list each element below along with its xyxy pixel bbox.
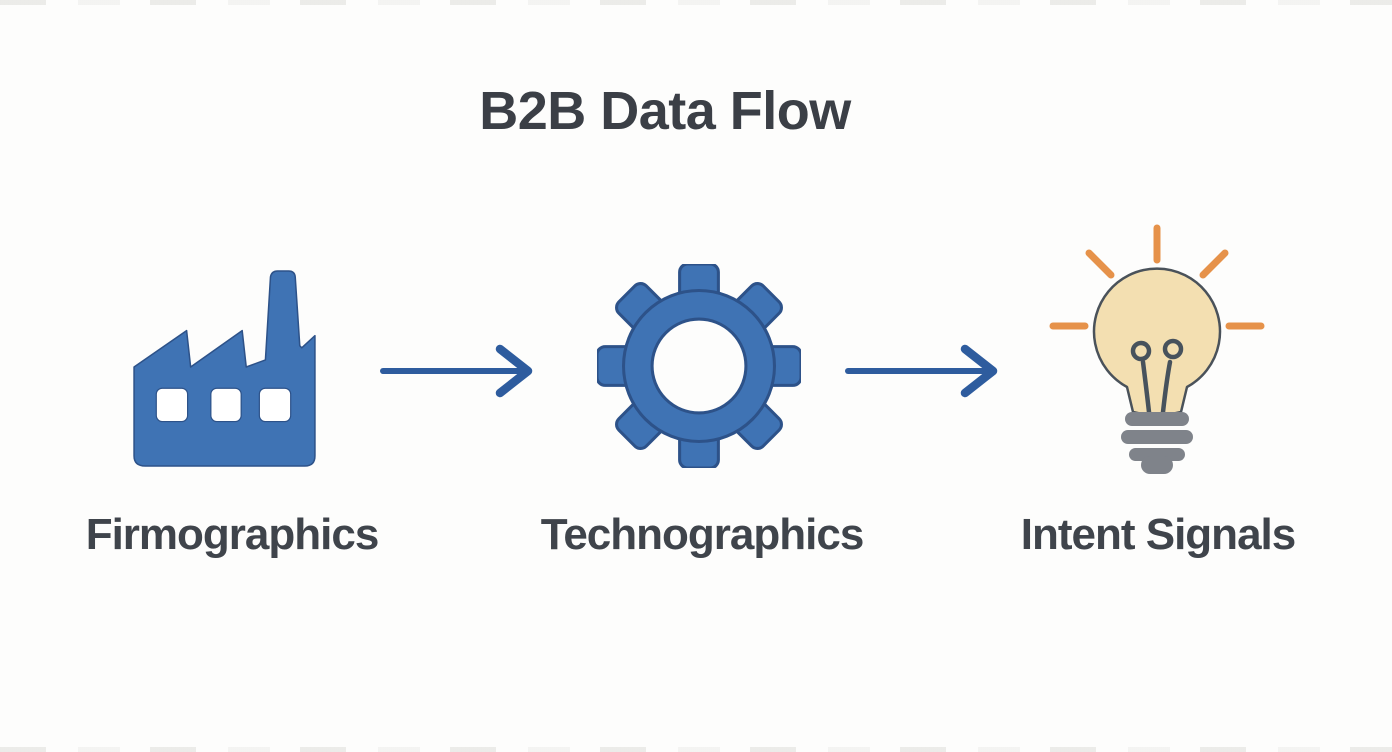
bulb-base-band xyxy=(1121,430,1193,444)
factory-icon xyxy=(129,266,321,470)
factory-icon-svg xyxy=(133,270,316,467)
bulb-glass xyxy=(1092,267,1222,417)
factory-building-shape xyxy=(133,270,316,467)
gear-icon xyxy=(595,262,803,470)
factory-window xyxy=(210,387,242,423)
bulb-base-band xyxy=(1125,412,1189,426)
scan-artifact-bottom xyxy=(0,747,1392,752)
bulb-base-band xyxy=(1129,448,1185,461)
arrow-head xyxy=(960,344,998,398)
factory-window xyxy=(155,387,189,423)
arrow-right-icon xyxy=(845,344,998,398)
bulb-filament-loop xyxy=(1130,340,1152,362)
bulb-base-tip xyxy=(1141,456,1173,474)
diagram-title: B2B Data Flow xyxy=(479,81,851,141)
step-label-firmographics: Firmographics xyxy=(85,510,380,559)
arrow-right-icon xyxy=(380,344,533,398)
lightbulb-icon xyxy=(1037,198,1277,478)
bulb-filament-wire xyxy=(1160,359,1173,415)
scan-artifact-top xyxy=(0,0,1392,5)
light-ray xyxy=(1199,249,1229,279)
lightbulb-icon-svg xyxy=(1049,224,1265,474)
step-label-technographics: Technographics xyxy=(540,510,865,559)
step-label-intent-signals: Intent Signals xyxy=(1020,510,1296,559)
gear-center-hole xyxy=(650,317,748,415)
bulb-filament-wire xyxy=(1140,359,1152,415)
bulb-filament-loop xyxy=(1162,338,1184,360)
gear-icon-svg xyxy=(595,262,803,470)
light-ray xyxy=(1085,249,1115,279)
arrow-head xyxy=(495,344,533,398)
gear-shape xyxy=(595,262,803,470)
factory-window xyxy=(258,387,292,423)
